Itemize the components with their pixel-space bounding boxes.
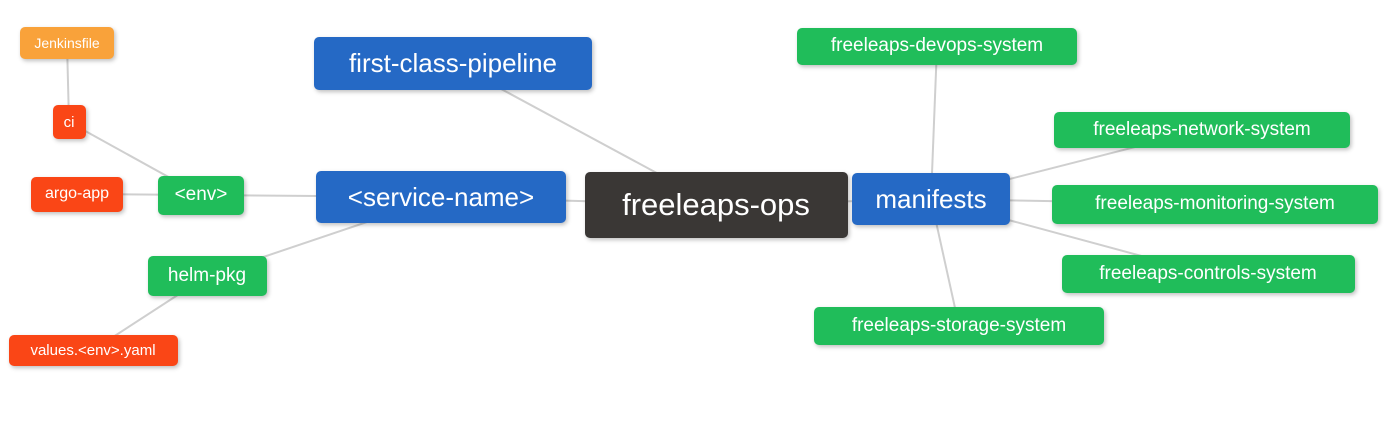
node-argo-app[interactable]: argo-app	[31, 176, 123, 212]
node-manifests[interactable]: manifests	[852, 173, 1010, 225]
node-env[interactable]: <env>	[158, 175, 244, 215]
node-freeleaps-storage-system[interactable]: freeleaps-storage-system	[814, 307, 1104, 345]
node-ci[interactable]: ci	[52, 105, 86, 139]
node-service-name[interactable]: <service-name>	[316, 171, 566, 223]
node-values-env-yaml[interactable]: values.<env>.yaml	[8, 334, 178, 366]
node-freeleaps-network-system[interactable]: freeleaps-network-system	[1054, 112, 1350, 148]
node-jenkinsfile[interactable]: Jenkinsfile	[20, 27, 114, 59]
node-freeleaps-devops-system[interactable]: freeleaps-devops-system	[797, 27, 1077, 65]
node-freeleaps-ops[interactable]: freeleaps-ops	[584, 172, 848, 238]
node-helm-pkg[interactable]: helm-pkg	[147, 256, 267, 296]
node-first-class-pipeline[interactable]: first-class-pipeline	[314, 36, 592, 90]
node-freeleaps-monitoring-system[interactable]: freeleaps-monitoring-system	[1052, 184, 1378, 224]
node-freeleaps-controls-system[interactable]: freeleaps-controls-system	[1061, 255, 1355, 293]
